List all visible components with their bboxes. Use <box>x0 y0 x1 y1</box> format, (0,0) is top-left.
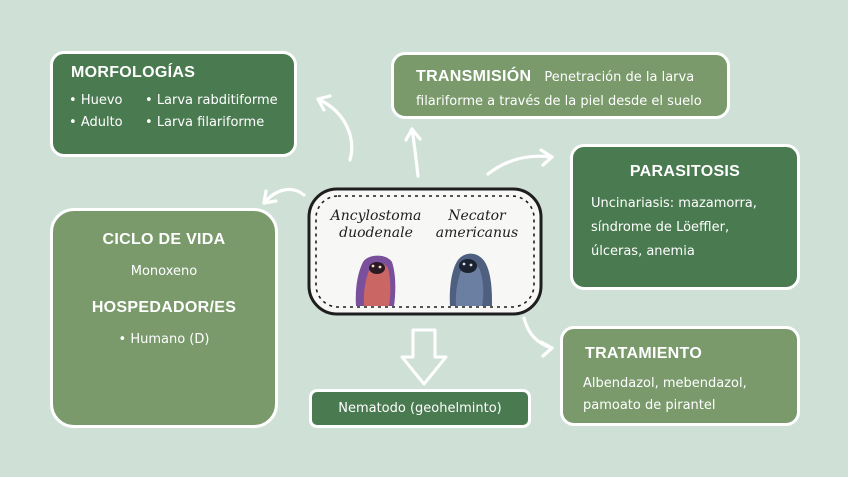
parasitosis-line-3: úlceras, anemia <box>591 244 695 259</box>
hospedador-title: HOSPEDADOR/ES <box>91 299 237 316</box>
morfologia-item-larva-rabditiforme: • Larva rabditiforme <box>145 93 278 108</box>
morfologia-item-larva-filariforme: • Larva filariforme <box>145 115 265 130</box>
transmision-line2: filariforme a través de la piel desde el… <box>416 94 702 109</box>
tratamiento-title: TRATAMIENTO <box>585 345 703 362</box>
arrow-to-morfologias-icon <box>316 97 354 162</box>
parasitosis-line-1: Uncinariasis: mazamorra, <box>591 196 757 211</box>
arrow-to-ciclo-head-icon <box>262 189 278 205</box>
arrow-to-parasitosis-head-icon <box>539 148 554 167</box>
species-ancylostoma-label: Ancylostoma duodenale <box>330 208 422 241</box>
transmision-line1: Penetración de la larva <box>544 70 695 85</box>
parasitosis-card: PARASITOSIS Uncinariasis: mazamorra, sín… <box>570 144 800 290</box>
arrow-to-ciclo-icon <box>262 187 306 205</box>
species-necator-label: Necator americanus <box>435 208 519 241</box>
nematodo-label: Nematodo (geohelminto) <box>338 401 502 416</box>
morfologias-card: MORFOLOGÍAS • Huevo • Adulto • Larva rab… <box>50 51 297 157</box>
ciclo-vida-value: Monoxeno <box>130 264 198 279</box>
morfologia-item-adulto: • Adulto <box>69 115 123 130</box>
parasitosis-title: PARASITOSIS <box>629 163 741 180</box>
center-box-dashed-border <box>315 195 535 308</box>
parasitosis-line-2: síndrome de Löeffler, <box>591 220 730 235</box>
arrow-to-transmision-head-icon <box>404 127 422 142</box>
nematodo-card: Nematodo (geohelminto) <box>309 389 531 428</box>
ciclo-vida-title: CICLO DE VIDA <box>102 231 226 248</box>
arrow-to-transmision-icon <box>410 127 420 178</box>
arrow-to-tratamiento-head-icon <box>539 340 554 358</box>
tratamiento-line-2: pamoato de pirantel <box>583 398 716 413</box>
arrow-to-parasitosis-icon <box>486 154 554 176</box>
arrow-to-tratamiento-icon <box>522 316 554 350</box>
morfologias-title: MORFOLOGÍAS <box>71 64 196 81</box>
tratamiento-line-1: Albendazol, mebendazol, <box>583 376 747 391</box>
hospedador-value: • Humano (D) <box>118 332 210 347</box>
down-arrow-to-nematodo-icon <box>400 328 448 386</box>
necator-worm-icon <box>449 253 492 306</box>
tratamiento-card: TRATAMIENTO Albendazol, mebendazol, pamo… <box>560 326 800 426</box>
arrow-to-morfologias-head-icon <box>316 94 332 112</box>
transmision-title: TRANSMISIÓN <box>416 68 532 85</box>
morfologia-item-huevo: • Huevo <box>69 93 123 108</box>
ciclo-vida-card: CICLO DE VIDA Monoxeno HOSPEDADOR/ES • H… <box>50 208 278 428</box>
ancylostoma-worm-icon <box>355 255 396 306</box>
transmision-card: TRANSMISIÓN Penetración de la larva fila… <box>391 52 730 119</box>
